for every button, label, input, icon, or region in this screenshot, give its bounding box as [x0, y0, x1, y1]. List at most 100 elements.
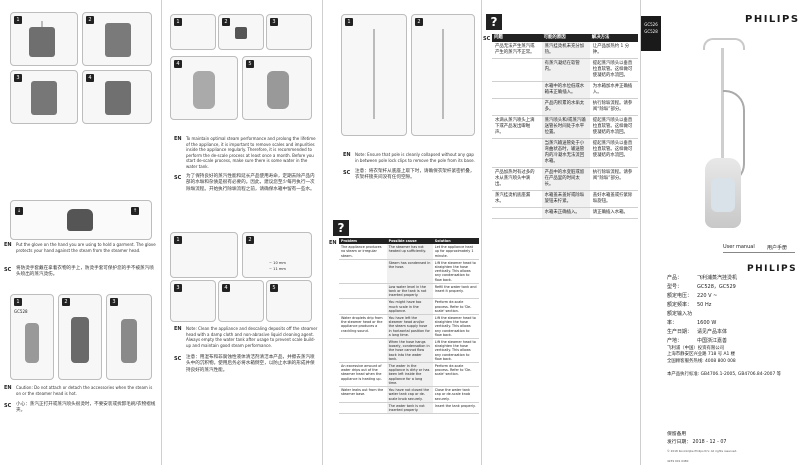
spec-value: GC528，GC529 — [697, 284, 736, 290]
table-header-cell: Solution — [432, 238, 479, 245]
table-cell: 产品内积累的水垢太多。 — [541, 98, 590, 116]
table-cell: Water leaks out from the steamer base. — [339, 386, 387, 403]
tank-icon — [193, 71, 215, 109]
table-cell — [492, 207, 542, 219]
table-cell: 水箱未正确插入。 — [541, 207, 590, 219]
pole-note-sc: 注意：将衣架杆从底座上取下时，请确保衣架杆紧密折叠，衣架杆锁夹间没有任何空隙。 — [355, 169, 475, 181]
table-cell: Close the water tank cap or de-scale kno… — [432, 386, 479, 403]
descale-intro-en: To maintain optimal steam performance an… — [186, 136, 316, 169]
table-cell: You have not closed the water tank cap o… — [386, 386, 433, 403]
troubleshooting-icon: ? — [333, 220, 349, 236]
table-row: An excessive amount of water drips out o… — [339, 362, 479, 388]
sc-label: SC — [4, 267, 12, 273]
step-badge: 2 — [62, 298, 70, 306]
step-badge: 2 — [222, 18, 230, 26]
pole-icon — [442, 29, 444, 119]
spec-value: 220 V ~ — [697, 293, 718, 299]
caution-en-label: EN — [4, 385, 12, 391]
table-row: 蒸汽挂烫机底座漏水。水箱盖未盖好或除垢旋钮未拧紧。盖好水箱盖或拧紧除垢旋钮。 — [492, 190, 638, 208]
spec-value: 请见产品本体 — [697, 329, 728, 335]
table-row: Water droplets drip from the steamer hea… — [339, 314, 479, 340]
table-cell: Perform de-scale process. Refer to 'De-s… — [432, 362, 479, 388]
service-hotline: 全国顾客服务热线: 4008 800 008 — [667, 358, 736, 364]
caution-text-sc: 小心：蒸汽正打开或蒸汽喷头很烫时，不要安装或拆卸毛刷/衣物褶线夹。 — [16, 402, 156, 414]
accessory-step-1-illustration: 1 GC528 — [10, 294, 54, 380]
column-divider — [640, 0, 641, 465]
step-badge: 5 — [270, 284, 278, 292]
table-cell: An excessive amount of water drips out o… — [339, 362, 387, 388]
step-badge: 4 — [222, 284, 230, 292]
descale-step-3-illustration: 3 — [266, 14, 312, 50]
company-address: 上海市静安区兴业路 718 号 A1 楼 — [667, 352, 736, 358]
garment-icon — [29, 27, 55, 57]
measure-label: ~ 11 mm — [269, 267, 286, 271]
table-cell: When the hose hangs loosely, condensatio… — [386, 338, 433, 364]
step-badge: 4 — [86, 74, 94, 82]
table-row: 产品无法产生蒸汽或产生的蒸汽不正常。蒸汽挂烫机未充分加热。让产品加热约 1 分钟… — [492, 42, 638, 59]
title-rule — [723, 252, 795, 253]
step-badge: 5 — [246, 60, 254, 68]
table-cell: 盖好水箱盖或拧紧除垢旋钮。 — [589, 190, 638, 208]
step-badge: 1 — [345, 18, 353, 26]
pole-step-1-illustration: 1 — [341, 14, 407, 136]
pole-icon — [373, 29, 375, 119]
glove-step-4-illustration: 4 — [82, 70, 152, 124]
step-badge: 2 — [415, 18, 423, 26]
steamer-head-icon — [25, 323, 39, 363]
garment-icon — [105, 23, 131, 57]
spec-value: 1600 W — [697, 320, 717, 326]
table-cell: 提起蒸汽喷头以垂直拉直软管。这样做可使凝结的水流回。 — [589, 115, 638, 139]
en-label: EN — [174, 136, 182, 142]
philips-logo-back: PHILIPS — [747, 264, 798, 274]
step-badge: 4 — [174, 60, 182, 68]
caution-sc-label: SC — [4, 403, 12, 409]
table-cell: 产品加热时有过多的水从蒸汽喷头中滴出。 — [492, 167, 542, 191]
spec-key: 型号： — [667, 284, 683, 290]
spec-value: 中国浙江嘉善 — [697, 338, 728, 344]
table-cell — [339, 259, 387, 284]
spec-row: 型号： GC528，GC529 — [667, 283, 797, 292]
crease-clip-icon — [121, 319, 137, 363]
step-badge: 2 — [246, 236, 254, 244]
company-info: 飞利浦（中国）投资有限公司 上海市静安区兴业路 718 号 A1 楼 全国顾客服… — [667, 346, 797, 365]
table-cell: Low water level in the tank or the tank … — [386, 283, 433, 300]
spec-row: 生产日期：请见产品本体 — [667, 328, 797, 337]
step-badge: 3 — [270, 18, 278, 26]
company-name: 飞利浦（中国）投资有限公司 — [667, 346, 725, 351]
steamer-product-image — [677, 30, 767, 230]
table-cell — [339, 298, 387, 316]
table-lang-label: SC — [483, 36, 491, 42]
table-cell: Steam has condensed in the hose. — [386, 259, 433, 284]
descale-step-7-illustration: 2 ~ 10 mm ~ 11 mm — [242, 232, 312, 278]
descale-step-10-illustration: 5 — [266, 280, 312, 322]
model-tag: GC526 GC528 — [641, 16, 661, 51]
glove-step-2-illustration: 2 — [82, 12, 152, 66]
table-row: Low water level in the tank or the tank … — [339, 283, 479, 300]
table-row: 水箱中的水位低或水箱未正确插入。为水箱加水并正确插入。 — [492, 81, 638, 99]
table-cell: Lift the steamer head to straighten the … — [432, 338, 479, 364]
table-cell: 蒸汽挂烫机底座漏水。 — [492, 190, 542, 208]
spec-key: 额定输入功率： — [667, 311, 693, 326]
model-tag-2: GC528 — [644, 29, 658, 34]
table-cell: 水滴从蒸汽喷头上滴下或产品发出噼啪声。 — [492, 115, 542, 139]
table-lang-label: EN — [329, 240, 337, 246]
descale-step-8-illustration: 3 — [170, 280, 216, 322]
table-header-cell: 解决方法 — [589, 34, 638, 42]
step-badge: 1 — [174, 18, 182, 26]
column-1: 1 2 3 4 ↓ ↑ EN Put the glove on the hand… — [0, 0, 160, 465]
en-label: EN — [343, 152, 351, 158]
part-number: 4239 001 0480 — [667, 459, 689, 463]
cleaning-note-sc: 注意：用湿布和非腐蚀性液体清洁剂清洁本产品，并擦去蒸汽喷头中的沉积物。使用后务必… — [186, 355, 315, 373]
issue-date: 发行日期： 2018 - 12 - 07 — [667, 440, 727, 445]
table-cell: 让产品加热约 1 分钟。 — [589, 42, 638, 59]
spec-row: 产地：中国浙江嘉善 — [667, 337, 797, 346]
table-cell: Lift the steamer head to straighten the … — [432, 259, 479, 284]
measure-label: ~ 10 mm — [269, 261, 286, 265]
spec-row: 产品：飞利浦蒸汽挂烫机 — [667, 274, 797, 283]
glove-icon — [67, 209, 93, 231]
table-cell: 为水箱加水并正确插入。 — [589, 81, 638, 99]
table-cell: 执行除垢流程。请参阅“除垢”部分。 — [589, 98, 638, 116]
philips-logo: PHILIPS — [745, 14, 800, 25]
table-cell: 当蒸汽输送管处于小弯曲状态时，输送管内的冷凝水无法流回水箱。 — [541, 138, 590, 168]
